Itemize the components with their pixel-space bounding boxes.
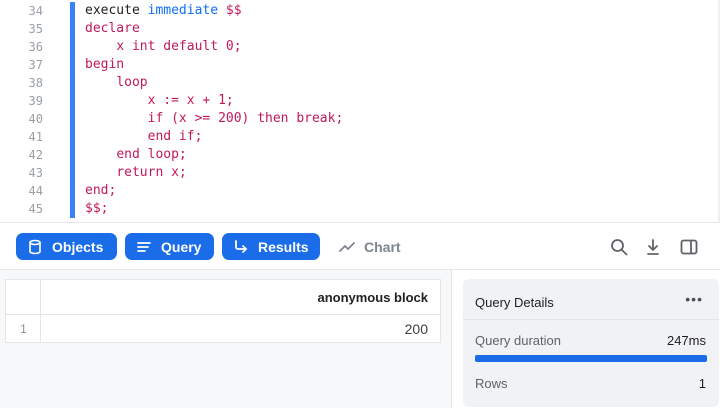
code-token: return x; — [116, 165, 187, 180]
line-number: 38 — [28, 76, 43, 90]
code-line[interactable]: return x; — [85, 164, 187, 182]
code-line[interactable]: $$; — [85, 200, 108, 218]
more-options-icon[interactable]: ••• — [685, 291, 703, 307]
code-line[interactable]: x := x + 1; — [85, 92, 234, 110]
grid-header-row — [6, 280, 440, 315]
code-indent — [85, 165, 116, 180]
code-indent — [85, 75, 116, 90]
line-number: 43 — [28, 166, 43, 180]
code-token: x := x + 1; — [147, 93, 234, 108]
code-token: immediate — [147, 3, 219, 18]
code-line[interactable]: if (x >= 200) then break; — [85, 110, 344, 128]
statement-selection-bar — [70, 2, 75, 218]
download-icon[interactable] — [643, 237, 663, 257]
code-indent — [85, 93, 148, 108]
code-line[interactable]: end loop; — [85, 146, 187, 164]
code-line[interactable]: declare — [85, 20, 140, 38]
query-label: Query — [161, 238, 202, 255]
rows-value: 1 — [698, 376, 706, 391]
code-token: end if; — [147, 129, 203, 144]
column-header[interactable]: anonymous block — [317, 290, 428, 305]
lines-icon — [136, 239, 152, 255]
line-number: 41 — [28, 130, 43, 144]
details-divider — [463, 319, 719, 320]
objects-button[interactable]: Objects — [16, 233, 117, 260]
details-pane: Query Details ••• Query duration 247ms R… — [452, 270, 720, 408]
code-editor[interactable]: 34 35 36 37 38 39 40 41 42 43 44 45 execute immedia… — [0, 0, 720, 222]
line-number: 35 — [28, 22, 43, 36]
database-icon — [27, 239, 43, 255]
code-indent — [85, 111, 148, 126]
results-toolbar: Objects Query Results Chart — [0, 222, 720, 270]
line-number: 45 — [28, 202, 43, 216]
chart-label: Chart — [364, 238, 401, 255]
code-token: end; — [85, 183, 117, 198]
query-details-title: Query Details — [475, 295, 554, 310]
code-indent — [85, 147, 116, 162]
query-button[interactable]: Query — [125, 233, 214, 260]
code-token: $$ — [218, 3, 242, 18]
rows-label: Rows — [475, 376, 508, 391]
code-token: declare — [85, 21, 140, 36]
toggle-panel-icon[interactable] — [679, 237, 699, 257]
code-token: $$; — [85, 201, 109, 216]
search-icon[interactable] — [609, 237, 629, 257]
code-token: execute — [85, 3, 148, 18]
chart-tab[interactable]: Chart — [338, 233, 401, 260]
code-line[interactable]: begin — [85, 56, 124, 74]
results-label: Results — [258, 238, 309, 255]
code-line[interactable]: loop — [85, 74, 148, 92]
pane-divider[interactable] — [451, 270, 452, 408]
row-index-column — [6, 280, 41, 342]
line-number: 37 — [28, 58, 43, 72]
code-indent — [85, 39, 116, 54]
line-number: 44 — [28, 184, 43, 198]
editor-scrollbar[interactable] — [718, 0, 720, 222]
code-line[interactable]: end if; — [85, 128, 203, 146]
duration-bar-fill — [475, 355, 707, 362]
objects-label: Objects — [52, 238, 104, 255]
return-arrow-icon — [233, 239, 249, 255]
line-number: 42 — [28, 148, 43, 162]
code-token: x int default 0; — [116, 39, 242, 54]
line-chart-icon — [338, 239, 356, 255]
query-details-card: Query Details ••• Query duration 247ms R… — [463, 279, 719, 407]
line-number: 34 — [28, 4, 43, 18]
table-cell[interactable]: 200 — [404, 321, 428, 337]
line-number: 40 — [28, 112, 43, 126]
results-pane: anonymous block 1 200 — [0, 270, 451, 408]
code-line[interactable]: x int default 0; — [85, 38, 242, 56]
code-token: begin — [85, 57, 125, 72]
line-number: 36 — [28, 40, 43, 54]
duration-label: Query duration — [475, 333, 561, 348]
line-number-gutter: 34 35 36 37 38 39 40 41 42 43 44 45 — [0, 0, 60, 222]
line-number: 39 — [28, 94, 43, 108]
duration-bar — [475, 355, 707, 362]
results-button[interactable]: Results — [222, 233, 320, 260]
row-index: 1 — [20, 322, 27, 336]
duration-value: 247ms — [666, 333, 706, 348]
results-grid: anonymous block 1 200 — [5, 279, 441, 343]
code-indent — [85, 129, 148, 144]
code-token: if (x >= 200) then break; — [147, 111, 344, 126]
code-token: loop — [116, 75, 148, 90]
code-line[interactable]: execute immediate $$ — [85, 2, 242, 20]
code-line[interactable]: end; — [85, 182, 116, 200]
code-token: end loop; — [116, 147, 187, 162]
